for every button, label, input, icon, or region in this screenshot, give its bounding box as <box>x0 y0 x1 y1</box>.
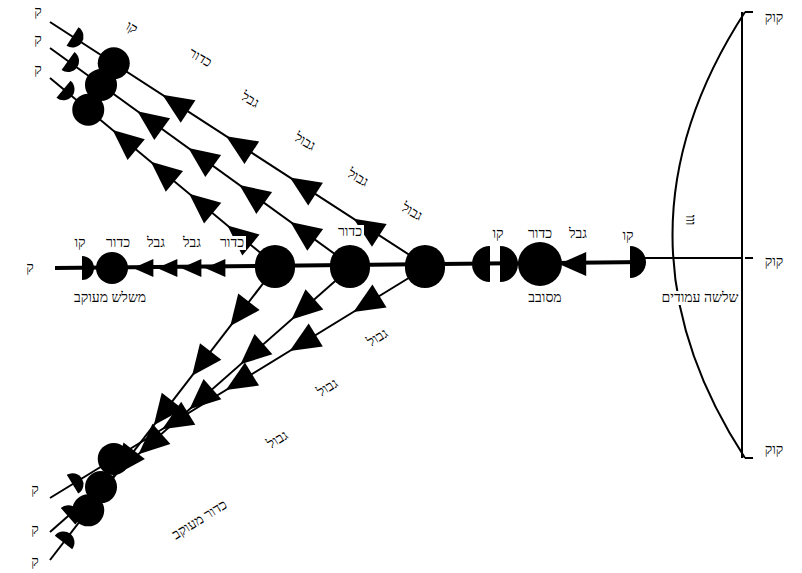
hebrew-label: ק <box>32 5 44 19</box>
hebrew-label: גבל <box>567 227 589 241</box>
hebrew-label: קו <box>122 18 142 38</box>
hebrew-label: כדור <box>526 227 554 241</box>
triangle-shape <box>192 343 221 375</box>
sphere-disc <box>405 248 445 288</box>
triangle-shape <box>151 162 183 192</box>
sphere-disc <box>518 242 562 286</box>
sphere-disc <box>72 94 104 126</box>
hebrew-label: קו <box>620 229 635 243</box>
arc <box>673 12 746 458</box>
hebrew-label: כדור <box>218 236 246 250</box>
hebrew-label: קוק <box>763 11 786 25</box>
hebrew-label: גבול <box>363 325 392 350</box>
triangle-shape <box>189 379 221 409</box>
hebrew-label: קוק <box>763 443 786 457</box>
triangle-shape <box>290 324 323 352</box>
triangle-shape <box>189 194 221 224</box>
hebrew-label: כדור <box>184 45 215 71</box>
triangle-shape <box>154 393 183 425</box>
sphere-disc <box>255 248 295 288</box>
triangle-shape <box>205 259 225 277</box>
chain-line <box>50 268 425 498</box>
triangle-shape <box>113 130 145 160</box>
hebrew-label: ק <box>29 555 41 569</box>
triangle-shape <box>157 259 177 277</box>
triangle-shape <box>290 177 323 205</box>
triangle-shape <box>559 252 586 276</box>
hebrew-label: ק <box>32 33 44 47</box>
hebrew-label: כדור <box>104 236 132 250</box>
hebrew-label: גבל <box>237 88 263 111</box>
chain-line <box>50 268 275 560</box>
half-disc <box>472 246 490 282</box>
sphere-disc <box>96 252 128 284</box>
half-disc <box>67 473 84 493</box>
triangle-shape <box>226 363 259 391</box>
hebrew-label: כדור <box>336 225 364 239</box>
half-disc <box>55 531 75 549</box>
hebrew-label: גבול <box>263 427 292 452</box>
half-disc <box>82 256 94 280</box>
hebrew-label: גבל <box>145 236 167 250</box>
chain-line <box>50 78 275 265</box>
triangle-shape <box>133 259 153 277</box>
hebrew-label: קו <box>490 227 505 241</box>
vertical-line <box>741 12 743 458</box>
sphere-disc <box>330 248 370 288</box>
bracket-ticks <box>745 12 753 458</box>
hebrew-label: שלשה עמודים <box>660 291 741 305</box>
triangle-shape <box>291 289 323 319</box>
hebrew-label: ק <box>24 261 36 275</box>
hebrew-label: גבול <box>290 130 319 155</box>
hebrew-label: קו <box>72 236 87 250</box>
hebrew-label: ק <box>29 523 41 537</box>
chain-line <box>50 48 350 265</box>
triangle-shape <box>226 136 259 164</box>
triangle-shape <box>290 222 323 251</box>
triangle-shape <box>240 334 272 364</box>
sphere-disc <box>72 494 104 526</box>
hebrew-label: גבול <box>343 166 372 191</box>
hebrew-label: גבול <box>397 200 426 225</box>
hebrew-label: קוק <box>763 255 786 269</box>
chain-line <box>50 22 425 265</box>
half-disc <box>56 81 74 100</box>
hebrew-label: גבל <box>181 236 203 250</box>
horizontal-line <box>640 257 742 259</box>
triangle-shape <box>230 294 259 326</box>
hebrew-label: ק <box>29 483 41 497</box>
half-disc <box>630 246 646 278</box>
triangle-shape <box>181 259 201 277</box>
half-disc <box>500 246 518 282</box>
triangle-shape <box>137 111 170 140</box>
hebrew-label: מסובב <box>526 291 563 305</box>
triangle-shape <box>239 185 272 214</box>
half-disc <box>67 27 84 47</box>
triangle-shape <box>116 442 145 474</box>
triangle-shape <box>353 284 386 312</box>
hebrew-label: משלש מעוקב <box>72 291 148 305</box>
hebrew-label: ק <box>32 63 44 77</box>
chain-line <box>50 268 350 532</box>
hebrew-label: כדור מעוקב <box>168 497 231 544</box>
half-disc <box>62 52 79 72</box>
hebrew-label: גבול <box>313 375 342 400</box>
hebrew-label: ווו <box>683 213 697 228</box>
triangle-shape <box>188 148 221 177</box>
